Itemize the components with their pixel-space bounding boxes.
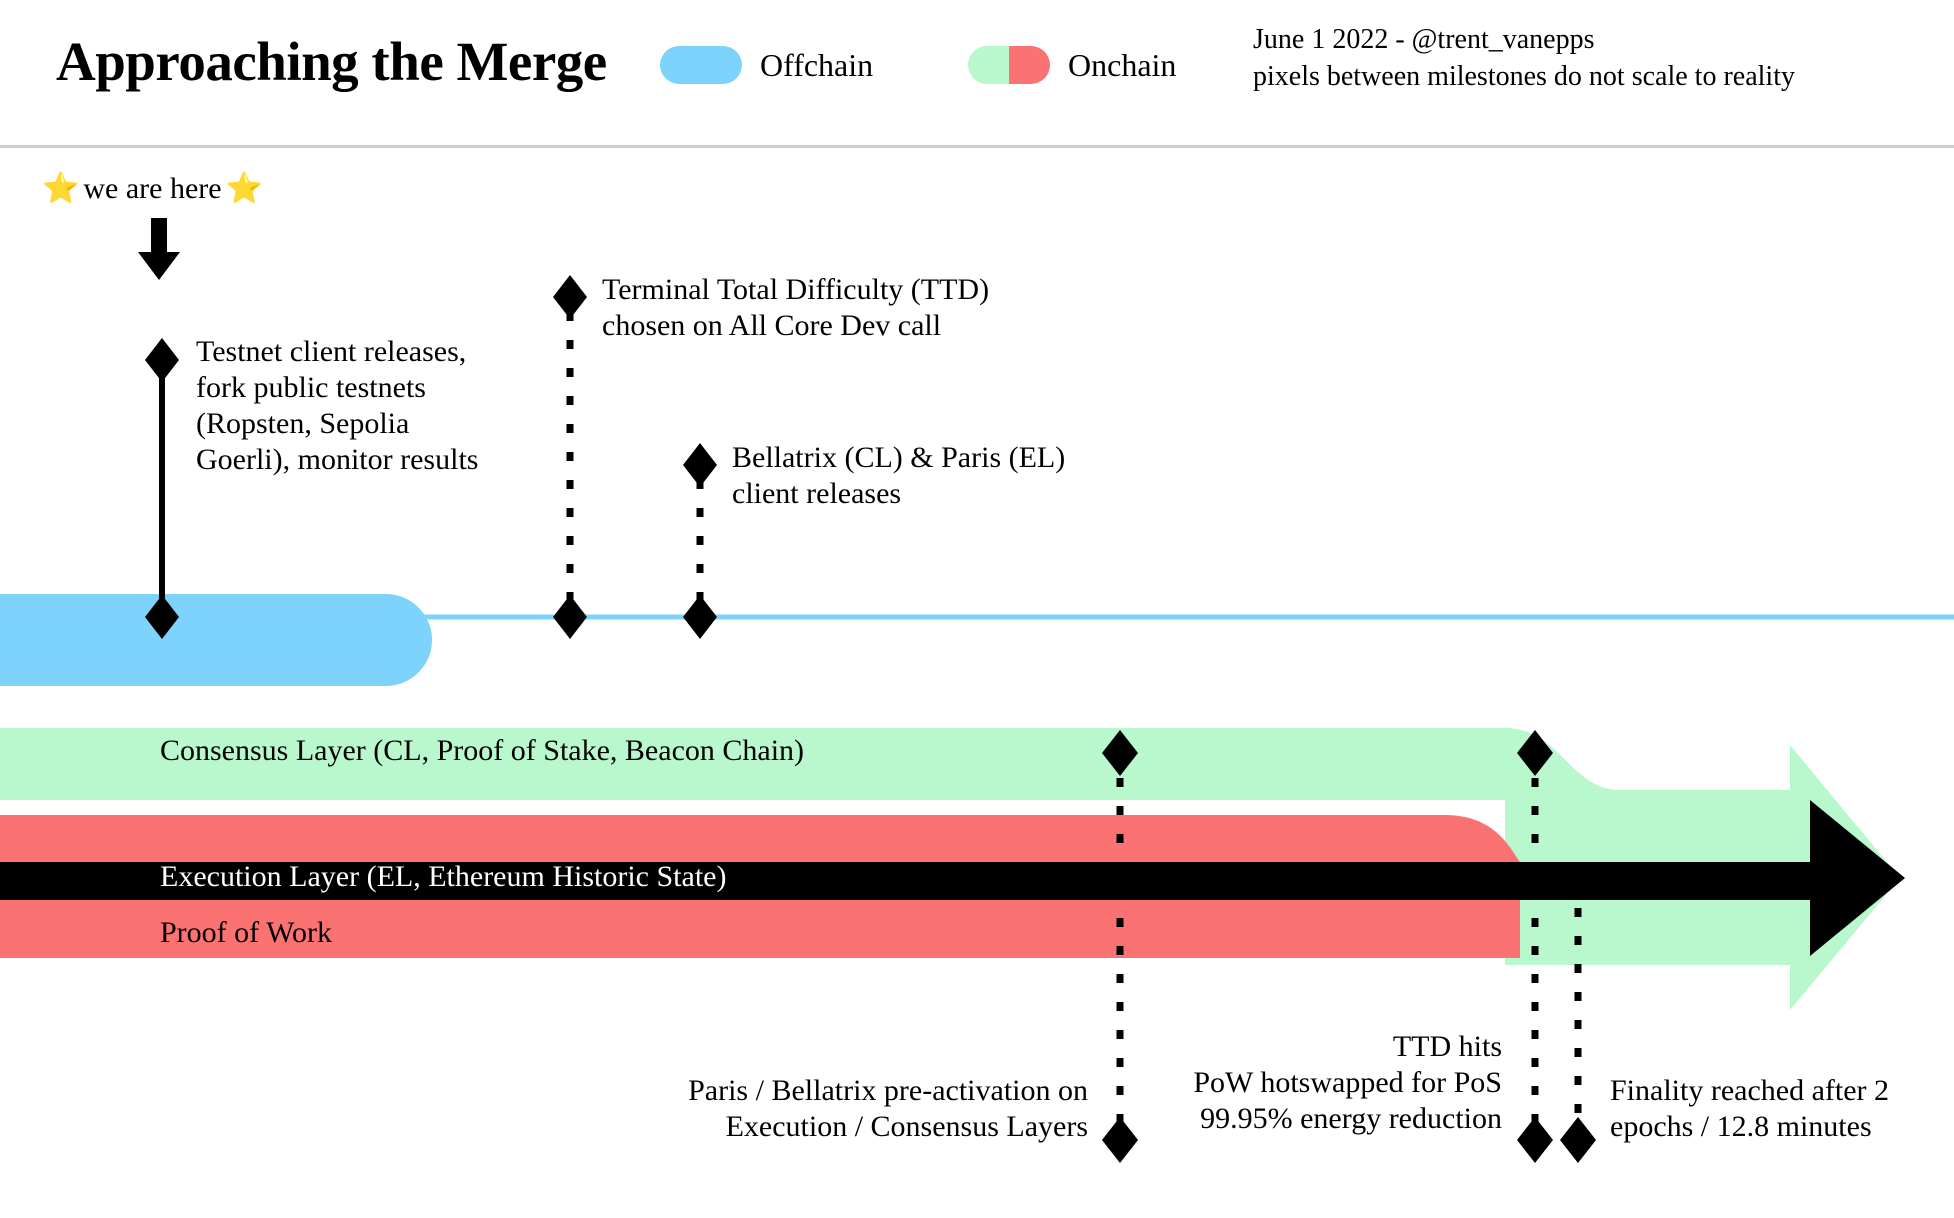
legend-label-onchain: Onchain: [1068, 46, 1177, 83]
note-terminal-total-difficulty: Terminal Total Difficulty (TTD) chosen o…: [602, 273, 990, 342]
note-bellatrix-paris-client-releases: Bellatrix (CL) & Paris (EL) client relea…: [732, 441, 1066, 510]
we-are-here-label: we are here: [83, 172, 222, 205]
down-arrow-icon: [138, 218, 180, 280]
pow-band-upper: [0, 815, 1520, 862]
byline-disclaimer: pixels between milestones do not scale t…: [1253, 60, 1795, 92]
star-icon-left: ⭐: [42, 172, 80, 205]
header-bar: Approaching the Merge Offchain Onchain J…: [0, 0, 1954, 148]
offchain-swatch-icon: [660, 46, 742, 84]
milestone-diamond-ttd-hits-bottom: [1517, 1117, 1553, 1163]
milestone-diamond-finality-bottom: [1560, 1117, 1596, 1163]
lane-label-proof-of-work: Proof of Work: [160, 916, 333, 949]
milestone-diamond-ttd-chosen-top: [553, 275, 587, 319]
milestone-diamond-bellatrix-releases-axis: [683, 595, 717, 639]
milestone-diamond-paris-preactivation-top: [1102, 730, 1138, 776]
lane-label-consensus-layer: Consensus Layer (CL, Proof of Stake, Bea…: [160, 734, 805, 767]
note-testnet-client-releases: Testnet client releases, fork public tes…: [196, 335, 479, 476]
we-are-here-marker: ⭐ we are here ⭐: [42, 172, 263, 206]
page-title: Approaching the Merge: [56, 31, 607, 92]
onchain-swatch-icon: [968, 46, 1050, 84]
legend-item-onchain: Onchain: [968, 46, 1176, 84]
byline-date-author: June 1 2022 - @trent_vanepps: [1253, 24, 1595, 55]
note-finality-reached: Finality reached after 2 epochs / 12.8 m…: [1610, 1074, 1890, 1143]
legend-label-offchain: Offchain: [760, 46, 874, 83]
milestone-diamond-ttd-hits-top: [1517, 730, 1553, 776]
byline: June 1 2022 - @trent_vanepps pixels betw…: [1253, 22, 1795, 96]
note-ttd-hits: TTD hits PoW hotswapped for PoS 99.95% e…: [1193, 1030, 1502, 1135]
milestone-diamond-ttd-chosen-axis: [553, 595, 587, 639]
legend-item-offchain: Offchain: [660, 46, 873, 84]
star-icon-right: ⭐: [225, 172, 263, 205]
milestone-diamond-testnet-top: [145, 338, 179, 382]
note-paris-bellatrix-pre-activation: Paris / Bellatrix pre-activation on Exec…: [688, 1074, 1088, 1143]
milestone-diamond-testnet-axis: [145, 595, 179, 639]
offchain-bar: [0, 594, 432, 686]
milestone-diamond-bellatrix-releases-top: [683, 443, 717, 487]
lane-label-execution-layer: Execution Layer (EL, Ethereum Historic S…: [160, 860, 727, 893]
